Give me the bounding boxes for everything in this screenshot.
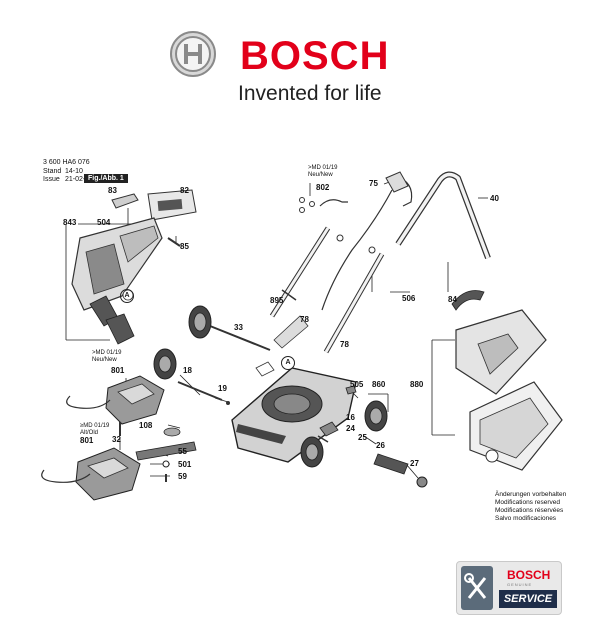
part-504: 504 bbox=[97, 218, 111, 227]
doc-version: 14-10 bbox=[65, 168, 83, 175]
part-33: 33 bbox=[234, 323, 243, 332]
part-24: 24 bbox=[346, 424, 355, 433]
brand-header: BOSCH Invented for life bbox=[168, 30, 428, 110]
brand-name: BOSCH bbox=[240, 34, 390, 78]
part-40: 40 bbox=[490, 194, 499, 203]
part-82: 82 bbox=[180, 186, 189, 195]
part-26: 26 bbox=[376, 441, 385, 450]
tools-icon bbox=[461, 566, 493, 610]
doc-date: 21-02-08 bbox=[65, 176, 94, 183]
modification-notes: Änderungen vorbehalten Modifications res… bbox=[495, 491, 566, 523]
part-32: 32 bbox=[112, 435, 121, 444]
doc-number: 3 600 HA6 076 bbox=[43, 159, 90, 166]
part-505: 505 bbox=[350, 380, 364, 389]
part-16: 16 bbox=[346, 413, 355, 422]
part-83: 83 bbox=[108, 186, 117, 195]
variant-note-top-new: >MD 01/19 Neu/New bbox=[308, 165, 338, 178]
part-78-lower: 78 bbox=[340, 340, 349, 349]
service-brand: BOSCH bbox=[507, 568, 551, 582]
part-18: 18 bbox=[183, 366, 192, 375]
service-sub: GENUINE bbox=[507, 582, 533, 587]
variant-note-motor-old: ≥MD 01/19 Alt/Old bbox=[80, 423, 110, 436]
part-501: 501 bbox=[178, 460, 192, 469]
callout-a-deck: A bbox=[281, 356, 295, 370]
figure-label: Fig./Abb. 1 bbox=[84, 174, 128, 183]
part-55: 55 bbox=[178, 447, 187, 456]
part-108: 108 bbox=[139, 421, 153, 430]
variant-note-motor-new: >MD 01/19 Neu/New bbox=[92, 350, 122, 363]
part-801-old: 801 bbox=[80, 436, 94, 445]
part-59: 59 bbox=[178, 472, 187, 481]
callout-a-housing: A bbox=[120, 289, 134, 303]
part-25: 25 bbox=[358, 433, 367, 442]
part-802: 802 bbox=[316, 183, 330, 192]
part-843: 843 bbox=[63, 218, 77, 227]
part-801-new: 801 bbox=[111, 366, 125, 375]
part-78-upper: 78 bbox=[300, 315, 309, 324]
part-27: 27 bbox=[410, 459, 419, 468]
part-880: 880 bbox=[410, 380, 424, 389]
part-506: 506 bbox=[402, 294, 416, 303]
part-75: 75 bbox=[369, 179, 378, 188]
part-19: 19 bbox=[218, 384, 227, 393]
note-en: Modifications reserved bbox=[495, 499, 561, 506]
part-895: 895 bbox=[270, 296, 284, 305]
bosch-service-logo: BOSCH GENUINE SERVICE bbox=[456, 561, 562, 615]
part-84: 84 bbox=[448, 295, 457, 304]
bosch-armature-icon bbox=[170, 31, 216, 77]
part-85: 85 bbox=[180, 242, 189, 251]
service-word: SERVICE bbox=[499, 590, 557, 608]
note-es: Salvo modificaciones bbox=[495, 515, 557, 522]
note-fr: Modifications réservées bbox=[495, 507, 564, 514]
brand-tagline: Invented for life bbox=[238, 82, 382, 105]
stand-label: Stand bbox=[43, 168, 62, 175]
issue-label: Issue bbox=[43, 176, 60, 183]
note-de: Änderungen vorbehalten bbox=[495, 491, 567, 498]
part-860: 860 bbox=[372, 380, 386, 389]
